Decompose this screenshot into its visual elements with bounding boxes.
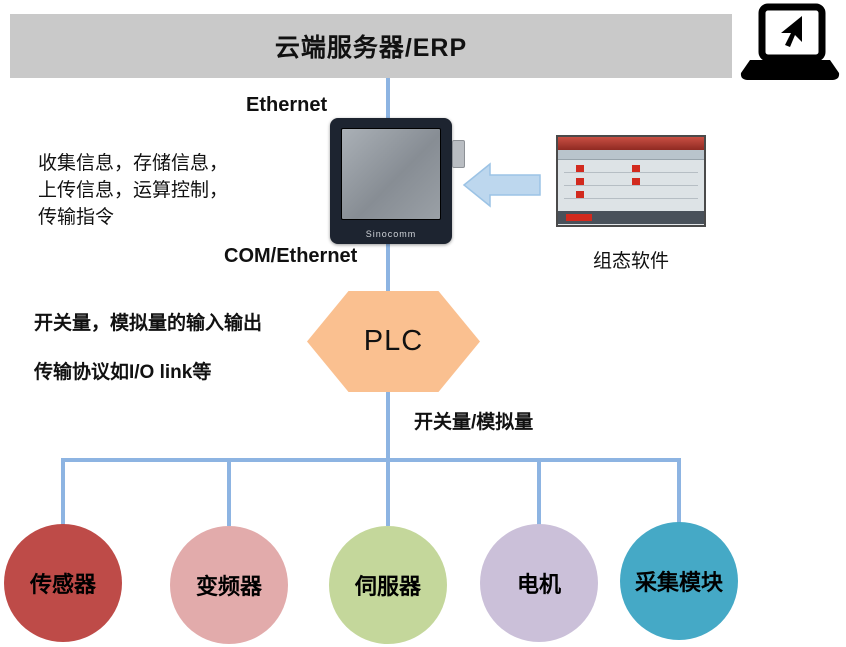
drop-inverter <box>227 458 231 526</box>
banner-title: 云端服务器/ERP <box>274 34 468 62</box>
com-ethernet-label: COM/Ethernet <box>224 245 358 267</box>
arrow-left-icon <box>462 162 541 208</box>
device-label: 电机 <box>516 572 561 597</box>
cloud-server-banner: 云端服务器/ERP <box>10 14 732 78</box>
hmi-device: Sinocomm <box>330 118 452 244</box>
scada-body <box>558 160 704 211</box>
device-circle-sensor: 传感器 <box>4 524 122 642</box>
hmi-note-line3: 传输指令 <box>38 207 115 228</box>
drop-daq <box>677 458 681 524</box>
signal-type-label: 开关量/模拟量 <box>414 412 534 433</box>
device-circle-motor: 电机 <box>480 524 598 642</box>
hmi-note-line1: 收集信息，存储信息， <box>38 153 229 174</box>
device-circle-inverter: 变频器 <box>170 526 288 644</box>
plc-label: PLC <box>363 325 424 357</box>
ethernet-label: Ethernet <box>246 94 328 116</box>
connector-plc-bus <box>386 390 390 460</box>
laptop-icon <box>740 3 840 80</box>
hmi-notes: 收集信息，存储信息， 上传信息，运算控制， 传输指令 <box>38 150 228 231</box>
scada-statusbar <box>558 211 704 224</box>
drop-sensor <box>61 458 65 526</box>
scada-label: 组态软件 <box>592 251 669 272</box>
device-label: 传感器 <box>29 572 96 597</box>
connector-banner-hmi <box>386 78 390 123</box>
device-circle-daq: 采集模块 <box>620 522 738 640</box>
plc-note-io: 开关量，模拟量的输入输出 <box>34 313 263 334</box>
drop-motor <box>537 458 541 526</box>
hmi-brand: Sinocomm <box>365 229 417 239</box>
scada-menubar <box>558 150 704 160</box>
device-label: 变频器 <box>195 574 262 599</box>
bus-line <box>61 458 681 462</box>
cursor-icon <box>781 16 802 47</box>
hmi-screen <box>341 128 441 220</box>
hmi-note-line2: 上传信息，运算控制， <box>38 180 229 201</box>
plc-hexagon: PLC <box>307 291 480 392</box>
device-label: 伺服器 <box>354 574 421 599</box>
drop-servo <box>386 458 390 526</box>
scada-screenshot <box>556 135 706 227</box>
plc-note-protocol: 传输协议如I/O link等 <box>34 362 212 383</box>
device-label: 采集模块 <box>634 570 723 595</box>
scada-titlebar <box>558 137 704 150</box>
hmi-mounting-tab <box>452 140 465 168</box>
device-circle-servo: 伺服器 <box>329 526 447 644</box>
connector-hmi-plc <box>386 242 390 294</box>
